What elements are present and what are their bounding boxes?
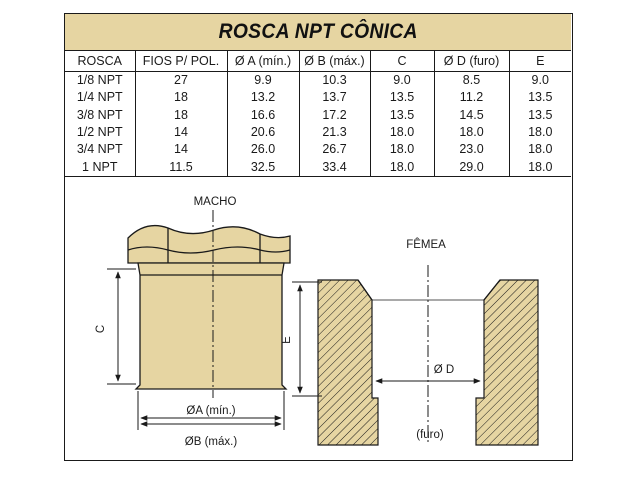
femea-port — [317, 279, 539, 446]
cell-diam-b: 21.3 — [298, 123, 370, 142]
cell-rosca: 3/4 NPT — [76, 142, 123, 157]
cell-diam-b: 33.4 — [298, 158, 370, 177]
header-diam-d: Ø D (furo) — [433, 51, 509, 72]
cell-diam-a: 32.5 — [226, 158, 299, 177]
cell-e: 13.5 — [508, 106, 571, 124]
table-row: 1/4 NPT 18 13.2 13.7 13.5 11.2 13.5 — [65, 89, 571, 107]
header-e: E — [508, 51, 571, 72]
cell-diam-a: 9.9 — [226, 71, 299, 90]
cell-rosca: 1/2 NPT — [76, 125, 123, 140]
plug-threaded-body — [134, 262, 288, 390]
table-header-row: ROSCA FIOS P/ POL. Ø A (mín.) Ø B (máx.)… — [65, 51, 571, 72]
cell-diam-d: 8.5 — [433, 71, 509, 90]
dim-b-label: ØB (máx.) — [185, 436, 238, 448]
header-fios: FIOS P/ POL. — [134, 51, 227, 72]
dim-c-label: C — [95, 325, 107, 333]
cell-fios: 11.5 — [134, 158, 227, 177]
header-diam-a: Ø A (mín.) — [226, 51, 299, 72]
table-row: 3/4 NPT 14 26.0 26.7 18.0 23.0 18.0 — [65, 141, 571, 159]
cell-diam-d: 18.0 — [433, 123, 509, 142]
cell-e: 18.0 — [508, 123, 571, 142]
cell-rosca: 3/8 NPT — [76, 107, 123, 122]
cell-e: 18.0 — [508, 158, 571, 177]
cell-diam-d: 23.0 — [433, 141, 509, 159]
dim-c — [107, 268, 136, 385]
plug-hex-head — [127, 224, 291, 264]
cell-diam-a: 13.2 — [226, 89, 299, 107]
cell-fios: 14 — [134, 123, 227, 142]
cell-diam-d: 29.0 — [433, 158, 509, 177]
cell-e: 9.0 — [508, 71, 571, 90]
table-row: 3/8 NPT 18 16.6 17.2 13.5 14.5 13.5 — [65, 106, 571, 124]
cell-c: 18.0 — [369, 141, 434, 159]
cell-c: 13.5 — [369, 106, 434, 124]
dim-e — [292, 281, 322, 397]
macho-plug — [127, 224, 291, 390]
page-title: ROSCA NPT CÔNICA — [218, 20, 418, 43]
dim-e-label: E — [281, 336, 293, 344]
cell-diam-a: 20.6 — [226, 123, 299, 142]
cell-diam-b: 13.7 — [298, 89, 370, 107]
npt-thread-table: ROSCA FIOS P/ POL. Ø A (mín.) Ø B (máx.)… — [65, 51, 571, 177]
header-c: C — [369, 51, 434, 72]
spec-sheet: ROSCA NPT CÔNICA ROSCA FIOS P/ POL. Ø A … — [64, 13, 573, 461]
cell-diam-a: 26.0 — [226, 141, 299, 159]
dim-a-b — [137, 391, 285, 430]
cell-diam-b: 10.3 — [298, 71, 370, 90]
cell-rosca: 1/4 NPT — [76, 90, 123, 105]
cell-diam-d: 11.2 — [433, 89, 509, 107]
table-row: 1 NPT 11.5 32.5 33.4 18.0 29.0 18.0 — [65, 158, 571, 177]
cell-c: 9.0 — [369, 71, 434, 90]
cell-fios: 14 — [134, 141, 227, 159]
header-rosca: ROSCA — [65, 51, 135, 72]
header-diam-b: Ø B (máx.) — [298, 51, 370, 72]
title-bar: ROSCA NPT CÔNICA — [65, 14, 571, 51]
cell-e: 13.5 — [508, 89, 571, 107]
furo-label: (furo) — [416, 429, 444, 441]
macho-label: MACHO — [194, 196, 237, 208]
hex-chamfer-line — [127, 246, 291, 254]
cell-diam-b: 26.7 — [298, 141, 370, 159]
cell-fios: 18 — [134, 106, 227, 124]
cell-diam-d: 14.5 — [433, 106, 509, 124]
cell-diam-a: 16.6 — [226, 106, 299, 124]
femea-label: FÊMEA — [406, 238, 446, 251]
cell-c: 13.5 — [369, 89, 434, 107]
cell-fios: 18 — [134, 89, 227, 107]
dim-a-label: ØA (mín.) — [186, 405, 235, 417]
cell-c: 18.0 — [369, 123, 434, 142]
cell-fios: 27 — [134, 71, 227, 90]
cell-rosca: 1/8 NPT — [76, 73, 123, 88]
cell-e: 18.0 — [508, 141, 571, 159]
table-row: 1/8 NPT 27 9.9 10.3 9.0 8.5 9.0 — [65, 71, 571, 90]
port-wall-left — [317, 279, 379, 446]
cell-c: 18.0 — [369, 158, 434, 177]
table-row: 1/2 NPT 14 20.6 21.3 18.0 18.0 18.0 — [65, 123, 571, 142]
cell-rosca: 1 NPT — [65, 158, 135, 177]
cell-diam-b: 17.2 — [298, 106, 370, 124]
port-wall-right — [475, 279, 539, 446]
dim-d-label: Ø D — [434, 364, 454, 376]
